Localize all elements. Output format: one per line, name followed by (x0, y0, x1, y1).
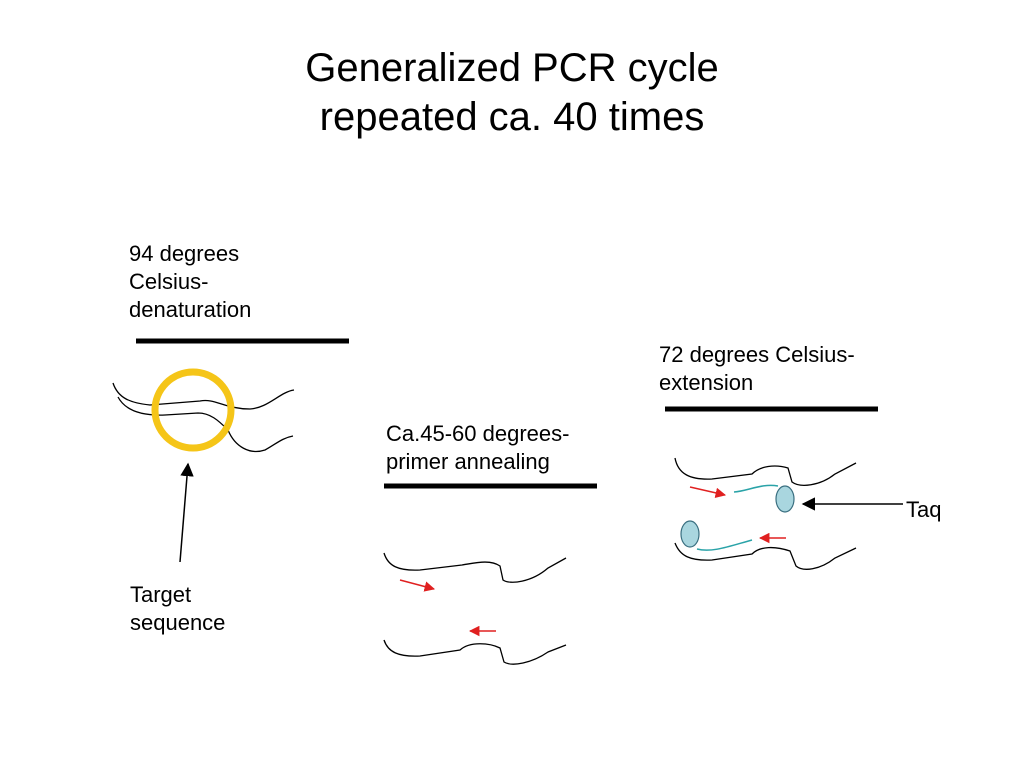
target-pointer-arrow (179, 462, 194, 563)
title-line-2: repeated ca. 40 times (319, 95, 705, 139)
new-strand-bottom (696, 539, 753, 551)
page-title: Generalized PCR cycle repeated ca. 40 ti… (0, 44, 1024, 142)
extension-line-2: extension (659, 370, 754, 395)
denaturation-line-1: 94 degrees (129, 241, 240, 266)
annealing-label: Ca.45-60 degrees- primer annealing (386, 420, 569, 476)
forward-primer-arrow-extension-icon (689, 486, 727, 499)
title-line-1: Generalized PCR cycle (305, 46, 719, 90)
denaturation-strands (112, 382, 295, 453)
taq-label: Taq (906, 497, 942, 522)
annealing-strand-bottom (383, 639, 567, 665)
annealing-strand-top (383, 552, 567, 583)
taq-polymerase-icon (680, 520, 700, 548)
extension-line-1: 72 degrees Celsius- (659, 342, 855, 367)
denaturation-line-3: denaturation (129, 297, 252, 322)
extension-strand-bottom (674, 542, 857, 570)
denaturation-label: 94 degrees Celsius- denaturation (129, 240, 251, 324)
target-line-2: sequence (130, 610, 226, 635)
target-highlight-icon (151, 368, 235, 452)
forward-primer-arrow-icon (399, 579, 436, 592)
denaturation-line-2: Celsius- (129, 269, 209, 294)
annealing-line-1: Ca.45-60 degrees- (386, 421, 570, 446)
denatured-strand-top (112, 382, 295, 410)
annealing-line-2: primer annealing (386, 449, 550, 474)
extension-strand-top (674, 457, 857, 486)
new-strand-top (733, 484, 779, 493)
target-sequence-label: Target sequence (130, 581, 225, 637)
taq-polymerase-icon (775, 485, 795, 513)
extension-strands (674, 457, 857, 570)
extension-label: 72 degrees Celsius- extension (659, 341, 855, 397)
annealing-strands (383, 552, 567, 665)
target-line-1: Target (130, 582, 192, 607)
